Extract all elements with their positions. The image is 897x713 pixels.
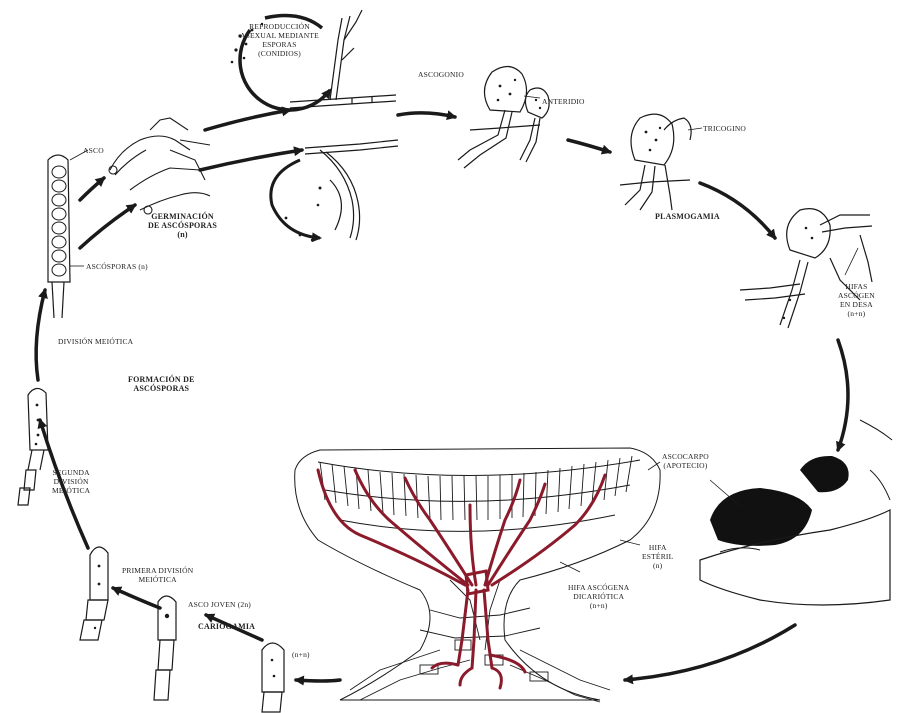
germinating-ascospores [109, 118, 210, 214]
arrow-to-ascogonio [398, 113, 455, 117]
label-anteridio: ANTERIDIO [542, 97, 585, 106]
arrow-bottom-right [625, 625, 795, 680]
label-asco-joven: ASCO JOVEN (2n) [188, 600, 251, 609]
asco-meiosis-1-nuclei [35, 404, 40, 446]
tricogino-drawing [620, 114, 691, 210]
germination-spiral [271, 160, 320, 238]
asco-cariogamia-nuclei [271, 659, 276, 678]
hymenium-asci [320, 456, 632, 520]
label-asco: ASCO [83, 146, 104, 155]
label-hifa-ascogena: HIFA ASCÓGENA DICARIÓTICA (n+n) [568, 583, 629, 610]
label-reproduccion: REPRODUCCIÓN ASEXUAL MEDIANTE ESPORAS (C… [240, 22, 319, 58]
label-division-meiotica: DIVISIÓN MEIÓTICA [58, 337, 133, 346]
label-n-n: (n+n) [292, 650, 310, 659]
arrow-bottom-left [296, 680, 340, 681]
germinating-hyphae [305, 140, 398, 240]
label-formacion: FORMACIÓN DE ASCÓSPORAS [128, 375, 195, 393]
ascocarp-drawing [700, 420, 892, 605]
label-germinacion: GERMINACIÓN DE ASCÓSPORAS (n) [148, 212, 217, 239]
arrow-asco-germ-upper [80, 178, 104, 200]
label-ascocarpo: ASCOCARPO (APOTECIO) [662, 452, 709, 470]
label-ascogonio: ASCOGONIO [418, 70, 464, 79]
label-cariogamia: CARIOGAMIA [198, 622, 255, 631]
label-plasmogamia: PLASMOGAMIA [655, 212, 720, 221]
asco-spores [52, 166, 66, 276]
ascogonio-drawing [458, 66, 549, 168]
arrow-to-primera [113, 588, 160, 608]
arrow-to-hifas [700, 183, 775, 238]
ascogonio-nuclei [497, 79, 542, 109]
arrow-asco-germ-lower [80, 205, 135, 248]
label-hifa-esteril: HIFA ESTÉRIL (n) [642, 543, 673, 570]
cycle-arrows [36, 110, 848, 681]
label-hifas-ascogenas: HIFAS ASCÓGEN EN DESA (n+n) [838, 282, 875, 318]
asco-meiosis-2 [80, 547, 108, 640]
label-primera-division: PRIMERA DIVISIÓN MEIÓTICA [122, 566, 193, 584]
arrow-to-meiotica [36, 290, 45, 380]
tricogino-nuclei [645, 127, 662, 152]
arrow-top-upper [205, 110, 290, 130]
asco-joven [154, 596, 176, 700]
asco-meiosis-1 [18, 388, 48, 505]
label-ascosporas: ASCÓSPORAS (n) [86, 262, 148, 271]
asco-joven-nuclei [165, 614, 169, 618]
asco-cariogamia [262, 643, 284, 712]
label-segunda-division: SEGUNDA DIVISIÓN MEIÓTICA [52, 468, 90, 495]
red-overlay-hyphae [318, 470, 605, 688]
arrow-right-down [838, 340, 848, 450]
arrow-to-tricogino [568, 140, 610, 152]
label-tricogino: TRICOGINO [703, 124, 746, 133]
